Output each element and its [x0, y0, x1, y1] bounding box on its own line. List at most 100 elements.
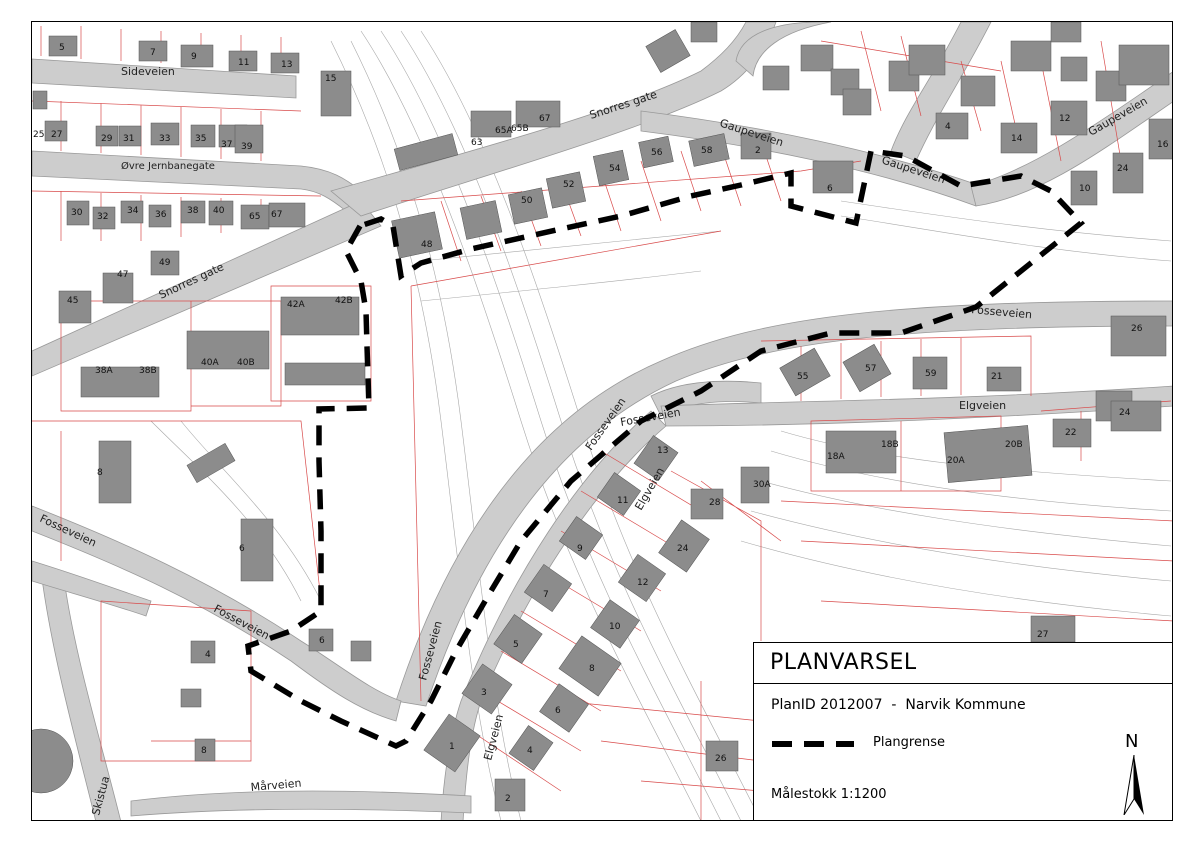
house-number: 67 — [539, 114, 550, 124]
house-number: 58 — [701, 146, 713, 156]
house-number: 30 — [71, 208, 83, 218]
buildings — [32, 22, 1172, 812]
house-number: 16 — [1157, 140, 1169, 150]
north-label: N — [1125, 731, 1139, 752]
house-number: 11 — [238, 58, 249, 68]
house-number: 4 — [205, 650, 211, 660]
house-number: 4 — [527, 746, 533, 756]
house-number: 26 — [1131, 324, 1143, 334]
road-sideveien — [32, 58, 297, 99]
house-number: 14 — [1011, 134, 1023, 144]
house-number: 22 — [1065, 428, 1076, 438]
house-number: 40B — [237, 358, 255, 368]
house-number: 8 — [97, 468, 103, 478]
house-number: 12 — [637, 578, 648, 588]
house-number: 2 — [505, 794, 511, 804]
house-number: 13 — [281, 60, 292, 70]
house-number: 42A — [287, 300, 305, 310]
house-number: 50 — [521, 196, 533, 206]
road-fosseveien-left — [32, 505, 402, 722]
house-number: 13 — [657, 446, 668, 456]
road-elgveien-diag — [440, 410, 667, 820]
house-number: 5 — [59, 43, 65, 53]
contour-lines — [150, 30, 1172, 820]
house-number: 45 — [67, 296, 78, 306]
road-elgveien — [660, 385, 1172, 427]
house-number: 8 — [589, 664, 595, 674]
house-number: 18B — [881, 440, 899, 450]
road-gaupeveien-branch — [890, 22, 992, 162]
house-number: 38A — [95, 366, 113, 376]
house-number: 25 — [33, 130, 44, 140]
house-number: 31 — [123, 134, 134, 144]
house-number: 26 — [715, 754, 727, 764]
house-number: 24 — [1117, 164, 1129, 174]
road-snorres-gate-upper — [330, 22, 777, 217]
house-number: 24 — [1119, 408, 1131, 418]
house-number: 40A — [201, 358, 219, 368]
plan-boundary — [245, 147, 1086, 750]
house-number: 33 — [159, 134, 170, 144]
house-number: 32 — [97, 212, 108, 222]
house-number: 48 — [421, 240, 433, 250]
house-number: 65B — [511, 124, 529, 134]
house-number: 20B — [1005, 440, 1023, 450]
road-marveien — [130, 790, 472, 817]
legend-title: PLANVARSEL — [770, 650, 917, 675]
house-number: 6 — [239, 544, 245, 554]
house-number: 2 — [755, 146, 761, 156]
house-number: 57 — [865, 364, 876, 374]
house-number: 37 — [221, 140, 232, 150]
house-number: 21 — [991, 372, 1002, 382]
legend-plan-id: PlanID 2012007 - Narvik Kommune — [771, 697, 1026, 713]
house-number: 63 — [471, 138, 482, 148]
house-number: 7 — [150, 48, 156, 58]
house-number: 8 — [201, 746, 207, 756]
house-number: 5 — [513, 640, 519, 650]
map-frame[interactable]: Sideveien Øvre Jernbanegate Snorres gate… — [31, 21, 1173, 821]
legend-boundary-swatch — [772, 741, 854, 747]
road-snorres-gate-lower — [32, 200, 382, 377]
house-number: 4 — [945, 122, 951, 132]
street-label: Fosseveien — [971, 303, 1033, 321]
house-number: 47 — [117, 270, 128, 280]
house-number: 49 — [159, 258, 171, 268]
house-number: 9 — [577, 544, 583, 554]
house-number: 28 — [709, 498, 721, 508]
house-number: 6 — [827, 184, 833, 194]
map-canvas[interactable]: Sideveien Øvre Jernbanegate Snorres gate… — [32, 22, 1173, 821]
road-skistua — [40, 570, 121, 820]
roads — [32, 22, 1172, 820]
house-number: 18A — [827, 452, 845, 462]
house-number: 29 — [101, 134, 113, 144]
house-number: 59 — [925, 369, 937, 379]
road-fosseveien — [395, 300, 1172, 707]
house-number: 56 — [651, 148, 663, 158]
house-number: 1 — [449, 742, 455, 752]
street-label: Øvre Jernbanegate — [121, 160, 215, 172]
legend-divider — [754, 683, 1172, 684]
house-number: 20A — [947, 456, 965, 466]
street-label: Elgveien — [959, 399, 1006, 412]
house-number: 10 — [609, 622, 621, 632]
house-number: 15 — [325, 74, 336, 84]
house-number: 35 — [195, 134, 206, 144]
street-label: Sideveien — [121, 65, 175, 78]
house-number: 27 — [51, 130, 62, 140]
house-number: 6 — [319, 636, 325, 646]
house-number: 34 — [127, 206, 139, 216]
house-number: 24 — [677, 544, 689, 554]
house-number: 9 — [191, 52, 197, 62]
legend-scale: Målestokk 1:1200 — [771, 787, 887, 802]
house-number: 27 — [1037, 630, 1048, 640]
house-number: 30A — [753, 480, 771, 490]
legend-box: PLANVARSEL PlanID 2012007 - Narvik Kommu… — [753, 642, 1172, 820]
road-gaupeveien-right — [970, 71, 1172, 207]
house-number: 67 — [271, 210, 282, 220]
house-number: 39 — [241, 142, 253, 152]
legend-boundary-label: Plangrense — [873, 735, 945, 750]
house-number: 65 — [249, 212, 260, 222]
house-number: 38B — [139, 366, 157, 376]
house-number: 54 — [609, 164, 621, 174]
house-number: 52 — [563, 180, 574, 190]
